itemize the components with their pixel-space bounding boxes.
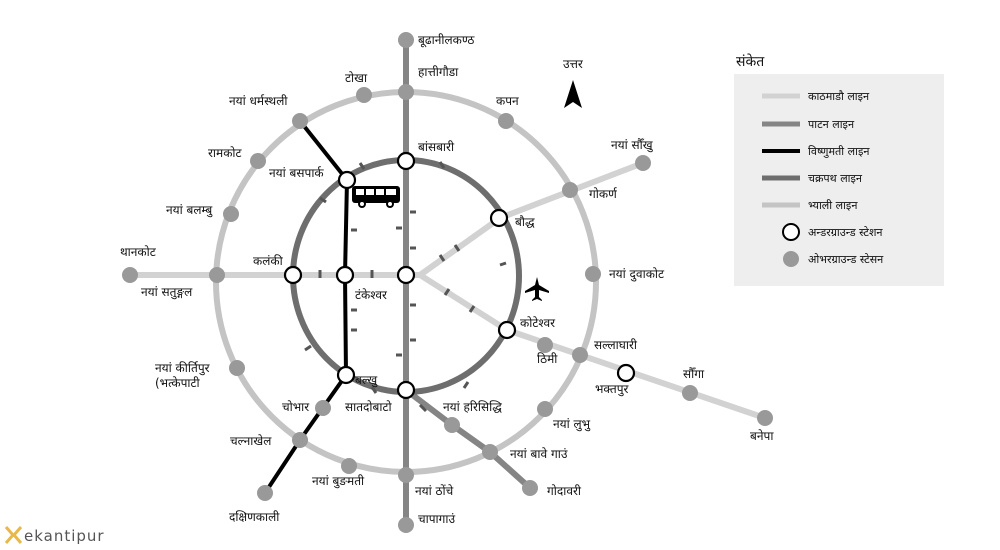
station-naya-satungal-overground (209, 267, 225, 283)
station-tokha-overground (356, 87, 372, 103)
station-tinkune-underground (335, 265, 355, 285)
station-naya-thaiche-overground (398, 467, 414, 483)
bus-icon (352, 186, 400, 208)
station-naya-bansbari-underground (396, 151, 416, 171)
station-banepa-overground (757, 410, 773, 426)
station-label-naya-kirtipur: नयां कीर्तिपुर(भत्केपाटी (155, 361, 211, 390)
station-label-naya-sankhu: नयां सौँखु (611, 138, 654, 153)
station-label-naya-satungal: नयां सतुङ्गल (141, 285, 193, 300)
legend-underground-station-icon (782, 223, 800, 241)
station-naya-kirtipur-overground (229, 360, 245, 376)
legend-overground-station-icon (783, 251, 799, 267)
station-label-godawari: गोदावरी (547, 484, 582, 498)
station-naya-bawe-gaun-overground (482, 444, 498, 460)
station-chalnakhel-overground (292, 432, 308, 448)
station-label-sallaghari: सल्लाघारी (594, 338, 638, 352)
station-label-chalnakhel: चल्नाखेल (230, 434, 272, 448)
north-label: उत्तर (563, 57, 584, 71)
station-naya-budhmati-overground (341, 458, 357, 474)
station-sallaghari-overground (572, 347, 588, 363)
station-label-balkhu: बल्खु (355, 373, 378, 388)
station-bhaktapur-underground (616, 363, 636, 383)
station-balkhu-underground (336, 365, 356, 385)
station-gokarna-overground (562, 182, 578, 198)
brand-logo: ekantipur (4, 526, 105, 545)
station-naya-dharmasthali-overground (292, 113, 308, 129)
station-label-gokarna: गोकर्ण (589, 187, 618, 201)
station-kalanki-underground (283, 265, 303, 285)
station-label-budhanilkantha: बूढानीलकण्ठ (418, 33, 475, 48)
station-label-naya-budhmati: नयां बुङमती (312, 474, 365, 489)
station-label-dakshinkali: दक्षिणकाली (229, 510, 280, 524)
station-labels: बूढानीलकण्ठ हात्तीगौडा टोखा कपन नयां धर्मस्थ… (120, 33, 774, 526)
legend-bishnumati-line-label: विष्णुमती लाइन (808, 145, 870, 158)
station-sanga-overground (682, 385, 698, 401)
station-label-naya-basapark: नयां बसपार्क (269, 166, 324, 180)
station-thankot-overground (122, 267, 138, 283)
station-label-naya-lubhu: नयां लुभु (553, 417, 591, 432)
station-bauddha-underground (489, 208, 509, 228)
station-ramkot-overground (250, 153, 266, 169)
station-label-ramkot: रामकोट (208, 146, 243, 160)
station-naya-harisiddhi-overground (444, 417, 460, 433)
station-label-naya-dharmasthali: नयां धर्मस्थली (229, 94, 288, 108)
station-naya-duwakot-overground (585, 266, 601, 282)
station-thimi-overground (537, 337, 553, 353)
station-label-banepa: बनेपा (750, 429, 774, 443)
station-chobhar-overground (315, 400, 331, 416)
station-label-naya-duwakot: नयां दुवाकोट (609, 267, 665, 282)
station-markers (122, 32, 773, 533)
station-satdobato-underground (396, 380, 416, 400)
station-budhanilkantha-overground (398, 32, 414, 48)
station-label-kapan: कपन (496, 94, 519, 108)
station-label-thimi: ठिमी (537, 352, 558, 366)
legend-title: संकेत (736, 53, 765, 70)
legend-kathmandu-line-label: काठमाडौ लाइन (808, 90, 870, 103)
legend-ringroad-line-label: चक्रपथ लाइन (808, 172, 863, 185)
north-arrow-icon (564, 80, 582, 108)
station-chapagaun-overground (398, 517, 414, 533)
station-label-chapagaun: चापागाउं (418, 512, 456, 526)
legend-underground-station-label: अन्डरग्राउन्ड स्टेशन (808, 226, 883, 239)
station-label-kalanki: कलंकी (253, 254, 284, 268)
station-hattigauda-overground (398, 84, 414, 100)
station-label-naya-harisiddhi: नयां हरिसिद्धि (443, 400, 502, 414)
station-kapan-overground (498, 113, 514, 129)
station-label-tokha: टोखा (345, 71, 368, 85)
line-tick-marks (304, 161, 507, 413)
station-label-naya-bansbari: बांसबारी (418, 140, 455, 154)
station-label-naya-bawe-gaun: नयां बावे गाउं (510, 447, 568, 461)
legend-overground-station-label: ओभरग्राउन्ड स्टेसन (808, 253, 884, 266)
ekantipur-logo-icon (4, 526, 23, 544)
station-label-naya-thaiche: नयां ठोंचे (415, 484, 454, 498)
station-label-bauddha: बौद्ध (515, 215, 535, 229)
station-label-hattigauda: हात्तीगौडा (418, 65, 459, 79)
station-label-thankot: थानकोट (120, 245, 157, 259)
station-godawari-overground (522, 480, 538, 496)
station-label-bhaktapur: भक्तपुर (595, 382, 630, 397)
legend-patan-line-label: पाटन लाइन (808, 118, 855, 131)
station-naya-sankhu-overground (635, 155, 651, 171)
station-naya-balambu-overground (223, 206, 239, 222)
station-center-underground (396, 265, 416, 285)
legend: संकेत काठमाडौ लाइन पाटन लाइन विष्णुमती ल… (734, 53, 944, 286)
station-dakshinkali-overground (257, 485, 273, 501)
station-naya-basapark-underground (337, 170, 357, 190)
station-label-koteshwor: कोटेश्वर (520, 316, 556, 330)
station-label-chobhar: चोभार (282, 400, 310, 414)
station-label-naya-balambu: नयां बलम्बु (166, 203, 213, 218)
station-label-satdobato: सातदोबाटो (345, 400, 393, 414)
bishnumati-line (263, 119, 350, 495)
airplane-icon (525, 277, 549, 301)
station-naya-lubhu-overground (537, 401, 553, 417)
station-label-sanga: सौँगा (683, 367, 705, 381)
brand-name: ekantipur (24, 527, 105, 545)
station-koteshwor-underground (497, 320, 517, 340)
legend-valley-line-label: भ्याली लाइन (808, 199, 858, 212)
station-label-tinkune: टंकेश्वर (355, 288, 388, 302)
